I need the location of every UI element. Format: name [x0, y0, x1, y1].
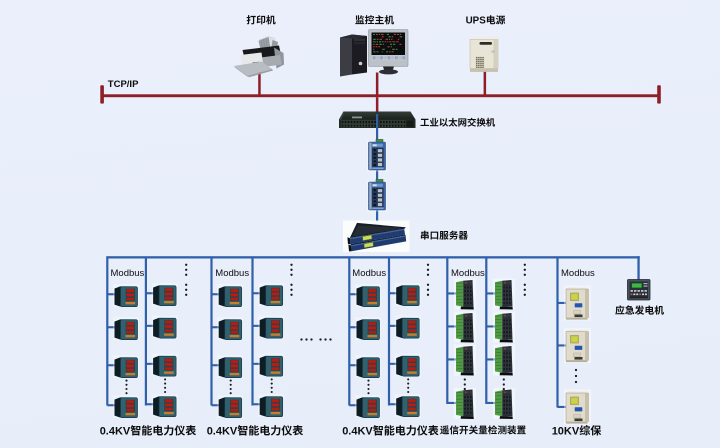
- svg-text:UPS: UPS: [466, 16, 487, 27]
- svg-text:0.4KV: 0.4KV: [100, 426, 131, 438]
- svg-text:Modbus: Modbus: [561, 268, 595, 279]
- svg-text:0.4KV: 0.4KV: [207, 426, 238, 438]
- svg-text:Modbus: Modbus: [111, 268, 145, 279]
- svg-text:Modbus: Modbus: [352, 268, 386, 279]
- svg-text:0.4KV: 0.4KV: [342, 426, 373, 438]
- svg-text:Modbus: Modbus: [451, 268, 485, 279]
- svg-text:10KV: 10KV: [552, 426, 580, 438]
- svg-text:Modbus: Modbus: [215, 268, 249, 279]
- svg-text:TCP/IP: TCP/IP: [108, 79, 139, 90]
